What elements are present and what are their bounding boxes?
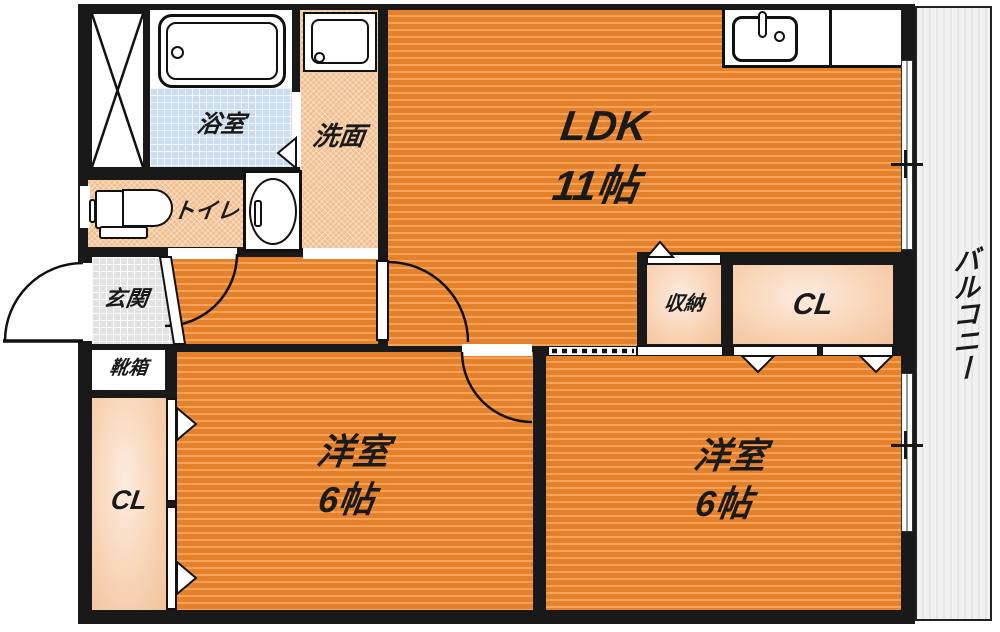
window-glass-line <box>906 61 908 249</box>
faucet-icon <box>758 11 767 38</box>
kitchen-counter <box>722 10 901 68</box>
storage-closet <box>647 265 721 344</box>
ldk-window <box>901 60 913 250</box>
entrance-door-arc <box>3 261 84 342</box>
bathtub-drain-icon <box>171 46 184 59</box>
closet-right-door-left <box>733 346 818 356</box>
bedroom-right-window <box>901 373 913 532</box>
toilet-tank-icon <box>95 190 124 229</box>
ldk-size: 11帖 <box>549 162 642 210</box>
bedroom-right-size: 6帖 <box>692 482 755 524</box>
toilet-window-slit <box>80 186 90 228</box>
washroom-label: 洗面 <box>310 121 368 151</box>
storage-door-strip <box>647 254 721 264</box>
bedroom-left-size: 6帖 <box>315 478 378 520</box>
washing-machine-lid <box>254 200 262 227</box>
opening-dashed-strip <box>548 346 637 356</box>
closet-left-label: CL <box>109 485 150 515</box>
storage-label: 収納 <box>662 293 706 315</box>
closet-left-door-lower <box>166 506 177 610</box>
toilet-base-icon <box>99 226 148 239</box>
bedroom-right-name: 洋室 <box>691 435 770 476</box>
bathroom-door-strip <box>292 92 301 167</box>
window-tick <box>904 431 907 459</box>
bedroom-left-name: 洋室 <box>314 431 393 472</box>
bedroom-right <box>546 356 901 610</box>
shoe-cabinet <box>92 350 165 390</box>
window-tick <box>891 163 923 166</box>
balcony-label: バルコニー <box>949 244 979 383</box>
bedroom-left-door-gap <box>462 344 532 356</box>
closet-right <box>733 265 893 344</box>
bathroom <box>150 88 292 167</box>
entrance-label: 玄関 <box>102 286 150 311</box>
bath-label: 浴室 <box>195 111 247 138</box>
closet-right-door-right <box>822 346 893 356</box>
toilet-door-gap <box>168 248 237 259</box>
toilet-bowl-icon <box>122 189 173 227</box>
pipe-shaft <box>92 14 143 167</box>
storage-bottom-strip <box>637 346 723 356</box>
closet-right-label: CL <box>790 288 836 321</box>
washroom-door-gap <box>303 248 378 259</box>
counter-divider <box>829 10 832 65</box>
toilet-handle-icon <box>89 199 96 223</box>
washbasin-drain-icon <box>314 52 325 63</box>
bathtub-inner <box>166 22 278 80</box>
bedroom-left-label: 洋室 6帖 <box>224 431 476 520</box>
window-tick <box>904 150 907 178</box>
ldk-label: LDK 11帖 <box>483 102 718 210</box>
window-glass-line <box>906 374 908 531</box>
toilet-label: トイレ <box>171 198 241 223</box>
ldk-name: LDK <box>557 102 651 149</box>
bedroom-right-label: 洋室 6帖 <box>601 435 853 524</box>
closet-left-door-upper <box>166 398 177 502</box>
hallway <box>171 257 378 344</box>
window-tick <box>891 444 923 447</box>
faucet-knob-icon <box>774 31 785 42</box>
shoe-cabinet-label: 靴箱 <box>108 358 150 379</box>
balcony <box>915 6 992 621</box>
ldk-door-leaf <box>376 260 389 341</box>
closet-left <box>92 398 166 610</box>
